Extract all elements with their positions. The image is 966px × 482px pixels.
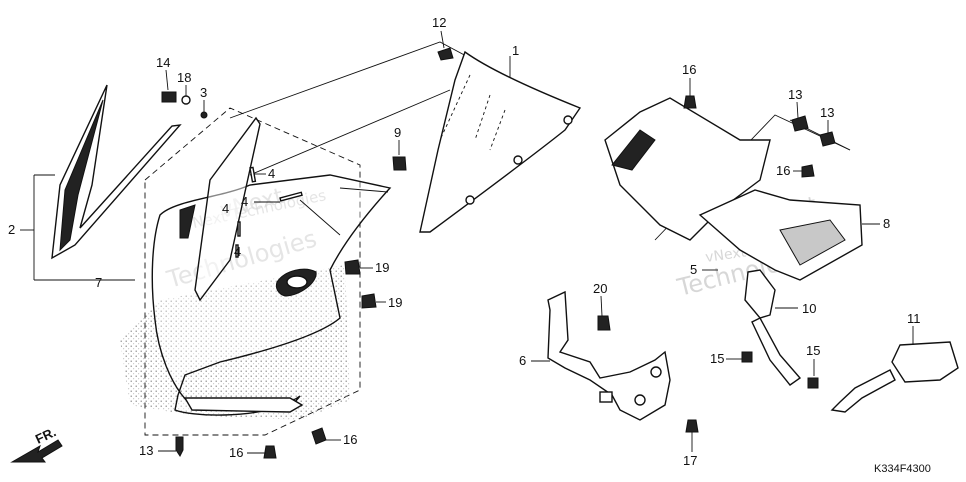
callout-15: 15 [710,351,724,366]
direction-arrow: FR. [10,424,63,463]
callout-8: 8 [883,216,890,231]
callout-15: 15 [806,343,820,358]
part-8-inner-stay [604,95,863,281]
callout-7: 7 [95,275,102,290]
callout-1: 1 [512,43,519,58]
callout-19: 19 [388,295,402,310]
cowl-hardware [161,91,377,459]
callout-13: 13 [820,105,834,120]
callout-13: 13 [788,87,802,102]
callout-16: 16 [682,62,696,77]
callout-16: 16 [776,163,790,178]
part-6-bracket [547,290,699,433]
callout-4: 4 [268,166,275,181]
callout-20: 20 [593,281,607,296]
callout-6: 6 [519,353,526,368]
part-7-upper-cowl [120,116,392,420]
callout-14: 14 [156,55,170,70]
callout-12: 12 [432,15,446,30]
part-10-mirror [741,269,802,386]
callout-17: 17 [683,453,697,468]
callout-13: 13 [139,443,153,458]
callout-2: 2 [8,222,15,237]
callout-10: 10 [802,301,816,316]
part-1-windscreen [392,47,582,233]
callout-3: 3 [200,85,207,100]
callout-5: 5 [690,262,697,277]
callout-19: 19 [375,260,389,275]
diagram-code: K334F4300 [874,463,931,475]
part-2-stripe [33,84,182,281]
callout-16: 16 [343,432,357,447]
callout-16: 16 [229,445,243,460]
callouts: 1 2 3 4 4 4 4 5 6 7 8 9 10 11 12 13 13 1… [8,15,921,468]
callout-9: 9 [394,125,401,140]
callout-4: 4 [234,244,241,259]
callout-4: 4 [222,201,229,216]
callout-4: 4 [241,194,248,209]
callout-11: 11 [907,311,921,326]
part-11-mirror [807,341,959,413]
callout-18: 18 [177,70,191,85]
